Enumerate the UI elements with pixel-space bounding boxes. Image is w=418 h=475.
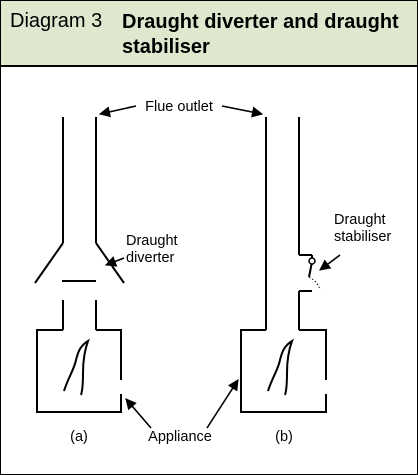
diagram-number: Diagram 3 (10, 10, 103, 32)
stabiliser-hinge-icon (308, 257, 316, 265)
flue-outlet-arrow-right (221, 105, 264, 118)
appliance-label: Appliance (148, 429, 212, 445)
draught-stabiliser-label-line1: Draught (334, 212, 386, 228)
flame-b-icon (267, 338, 294, 396)
panel-a-label: (a) (70, 429, 88, 445)
appliance-a-body (36, 329, 122, 413)
stabiliser-arrow (319, 254, 341, 271)
diverter-arrow (104, 256, 125, 267)
appliance-arrow-right (206, 379, 239, 429)
appliance-arrow-left (125, 398, 152, 429)
draught-diverter-label-line2: diverter (126, 250, 175, 266)
appliance-a-assembly (34, 117, 125, 413)
draught-stabiliser-label-line2: stabiliser (334, 229, 391, 245)
appliance-a-body-top-right (96, 329, 122, 380)
flame-a-icon (63, 338, 90, 396)
flue-outlet-label: Flue outlet (145, 99, 213, 115)
stabiliser-swing-path (308, 276, 321, 291)
flue-outlet-arrow-left (98, 105, 137, 118)
diagram-title: Draught diverter and draught stabiliser (122, 11, 399, 58)
appliance-b-body-top-right (299, 329, 327, 380)
diverter-left-flare (34, 242, 64, 284)
appliance-b-body (240, 329, 327, 413)
panel-b-label: (b) (275, 429, 293, 445)
diagram-header: Diagram 3 Draught diverter and draught s… (1, 1, 417, 67)
draught-diverter-label-line1: Draught (126, 233, 178, 249)
